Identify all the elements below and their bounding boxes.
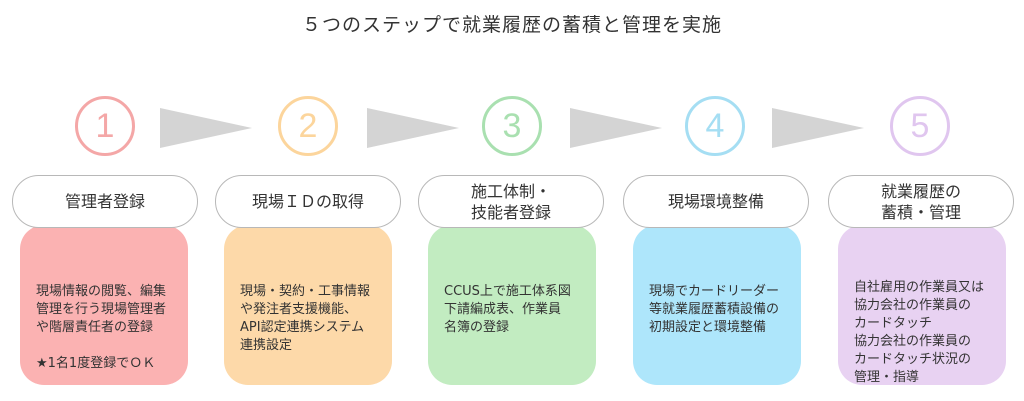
step-description: CCUS上で施工体系図 下請編成表、作業員 名簿の登録 [444,284,571,335]
step-3-heading: 施工体制・ 技能者登録 [418,175,604,228]
step-1-number-circle: 1 [75,96,135,156]
step-5-heading: 就業履歴の 蓄積・管理 [828,175,1014,228]
step-heading-text: 現場ＩＤの取得 [251,192,364,211]
step-4-heading: 現場環境整備 [623,175,809,228]
step-heading-text: 現場環境整備 [667,192,764,211]
step-heading-text: 管理者登録 [64,192,145,211]
step-1-card: 現場情報の閲覧、編集 管理を行う現場管理者 や階層責任者の登録 ★1名1度登録で… [20,225,188,385]
arrow-right-icon [367,108,459,148]
step-heading-text: 就業履歴の 蓄積・管理 [880,181,961,222]
step-description: 自社雇用の作業員又は 協力会社の作業員の カードタッチ 協力会社の作業員の カー… [854,280,985,385]
step-number: 3 [502,106,522,145]
step-note: ★1名1度登録でＯＫ [36,356,156,371]
step-description: 現場情報の閲覧、編集 管理を行う現場管理者 や階層責任者の登録 [36,284,167,335]
step-heading-text: 施工体制・ 技能者登録 [470,181,551,222]
step-1-heading: 管理者登録 [12,175,198,228]
step-number: 2 [298,106,318,145]
step-3-number-circle: 3 [482,96,542,156]
step-4-number-circle: 4 [685,96,745,156]
step-number: 4 [705,106,725,145]
step-description: 現場・契約・工事情報 や発注者支援機能、 API認定連携システム 連携設定 [240,284,371,353]
arrow-right-icon [570,108,662,148]
step-4-card: 現場でカードリーダー 等就業履歴蓄積設備の 初期設定と環境整備 [633,225,801,385]
arrow-right-icon [772,108,864,148]
step-5-card: 自社雇用の作業員又は 協力会社の作業員の カードタッチ 協力会社の作業員の カー… [838,225,1006,385]
diagram-title: ５つのステップで就業履歴の蓄積と管理を実施 [301,14,722,36]
step-2-number-circle: 2 [278,96,338,156]
step-number: 5 [910,106,930,145]
step-2-heading: 現場ＩＤの取得 [215,175,401,228]
step-2-card: 現場・契約・工事情報 や発注者支援機能、 API認定連携システム 連携設定 [224,225,392,385]
step-5-number-circle: 5 [890,96,950,156]
step-3-card: CCUS上で施工体系図 下請編成表、作業員 名簿の登録 [428,225,596,385]
arrow-right-icon [160,108,252,148]
step-description: 現場でカードリーダー 等就業履歴蓄積設備の 初期設定と環境整備 [649,284,780,335]
step-number: 1 [95,106,115,145]
